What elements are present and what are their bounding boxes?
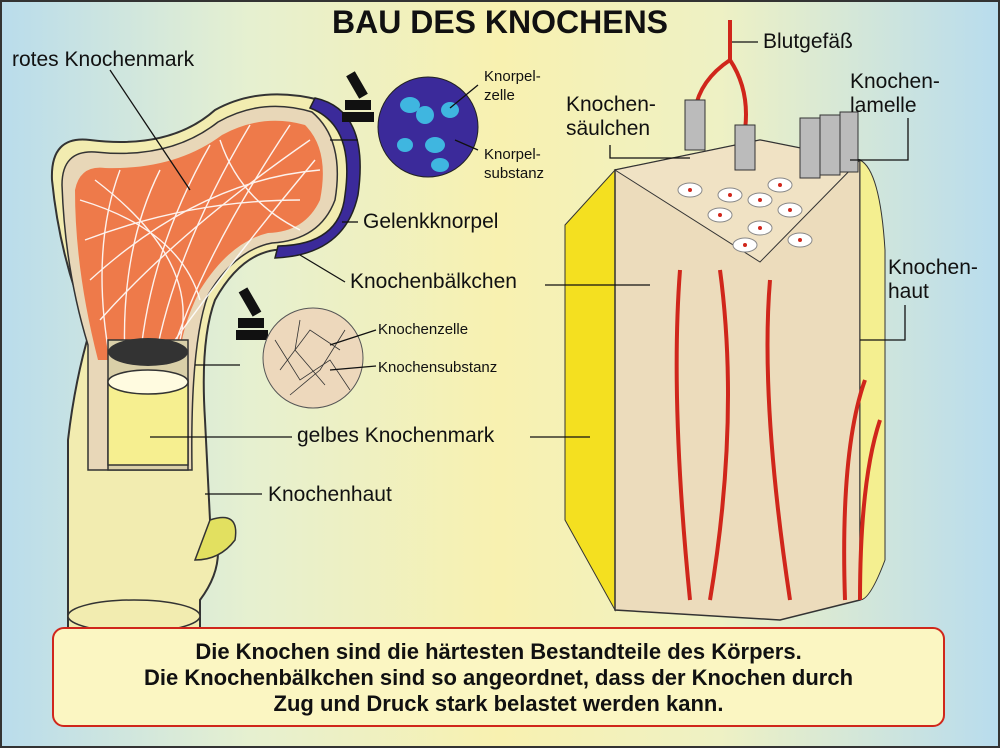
label-knochenzelle: Knochenzelle (378, 321, 469, 338)
page-title: BAU DES KNOCHENS (331, 4, 669, 40)
label-line: säulchen (566, 117, 651, 140)
label-knochenbaelkchen: Knochenbälkchen (350, 270, 517, 293)
bone-block (564, 20, 886, 621)
summary-line: Die Knochen sind die härtesten Bestandte… (195, 639, 802, 664)
summary-line: Zug und Druck stark belastet werden kann… (273, 691, 724, 716)
label-rotes-knochenmark: rotes Knochenmark (12, 48, 195, 71)
bone-zoom-circle (262, 307, 364, 409)
label-knochenlamelle: Knochen-lamelle (850, 70, 940, 118)
label-line: zelle (484, 87, 515, 104)
label-knochensaeulchen: Knochen-säulchen (566, 93, 656, 141)
summary-line: Die Knochenbälkchen sind so angeordnet, … (143, 665, 854, 690)
label-blutgefaess: Blutgefäß (763, 30, 853, 53)
label-knorpelsubstanz: Knorpel-substanz (484, 145, 544, 183)
label-gelbes-knochenmark: gelbes Knochenmark (297, 424, 495, 447)
label-knochenhaut-left: Knochenhaut (268, 483, 392, 506)
cartilage-zoom-circle (377, 76, 479, 178)
label-line: haut (888, 280, 929, 303)
summary-box: Die Knochen sind die härtesten Bestandte… (52, 627, 945, 727)
femur-section (50, 93, 361, 633)
articular-cartilage (274, 97, 361, 259)
label-line: Knochen- (888, 256, 978, 279)
label-line: Knochen- (850, 70, 940, 93)
label-gelenkknorpel: Gelenkknorpel (363, 210, 499, 233)
label-line: lamelle (850, 94, 917, 117)
label-line: Knorpel- (484, 68, 541, 85)
leader-lines (109, 41, 909, 495)
label-knorpelzelle: Knorpel-zelle (484, 67, 541, 105)
label-line: substanz (484, 165, 545, 182)
label-line: Knorpel- (484, 146, 541, 163)
label-knochensubstanz: Knochensubstanz (378, 359, 498, 376)
blood-vessels (674, 20, 882, 601)
microscope-icon (236, 71, 374, 340)
label-line: Knochen- (566, 93, 656, 116)
label-knochenhaut-right: Knochen-haut (888, 256, 978, 304)
